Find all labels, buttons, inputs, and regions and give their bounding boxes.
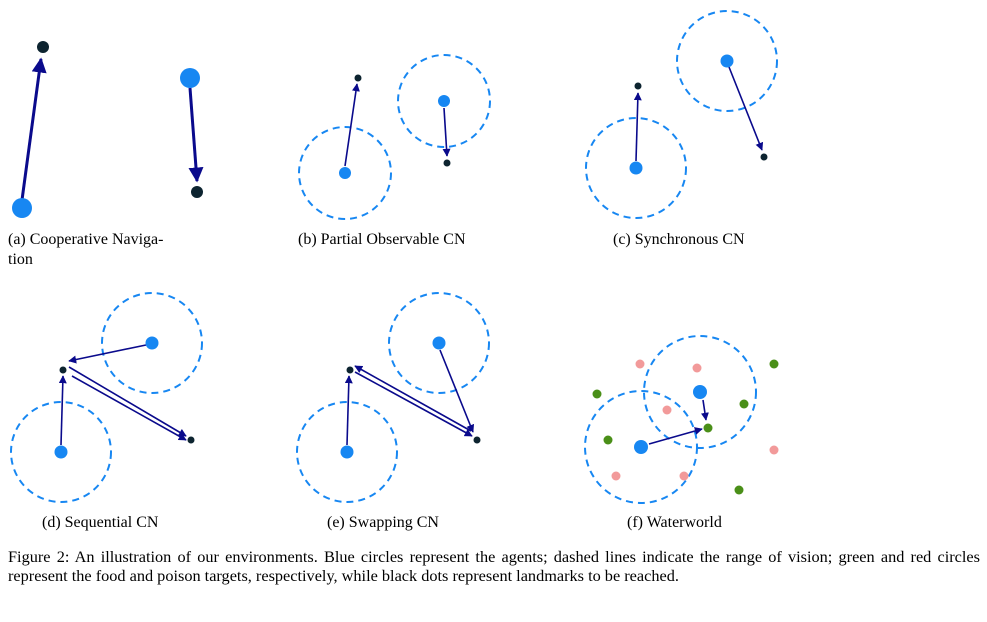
vision-range <box>101 292 203 394</box>
vision-range <box>397 54 491 148</box>
vision-range <box>298 126 392 220</box>
arrow <box>633 92 642 162</box>
agent <box>634 440 648 454</box>
arrow <box>700 399 709 421</box>
agent <box>180 68 200 88</box>
panel-c-caption: (c) Synchronous CN <box>613 231 745 248</box>
panel-f-caption: (f) Waterworld <box>627 514 722 531</box>
food-target <box>739 399 749 409</box>
panel-f-diagram <box>584 335 779 504</box>
food-target <box>734 485 744 495</box>
arrow <box>648 427 703 445</box>
landmark <box>443 159 451 167</box>
agent <box>340 445 354 459</box>
panel-a-diagram <box>12 41 204 218</box>
agent <box>54 445 68 459</box>
poison-target <box>692 363 702 373</box>
landmark <box>634 82 642 90</box>
arrow <box>344 83 360 167</box>
landmark <box>37 41 49 53</box>
arrow <box>354 371 473 437</box>
panel-b-diagram <box>298 54 491 220</box>
landmark <box>346 366 354 374</box>
agent <box>432 336 446 350</box>
arrow <box>20 57 47 201</box>
arrow <box>439 349 475 433</box>
poison-target <box>679 471 689 481</box>
vision-range <box>296 401 398 503</box>
poison-target <box>611 471 621 481</box>
landmark <box>187 436 195 444</box>
arrow <box>188 87 204 183</box>
arrow <box>68 366 187 437</box>
arrow <box>58 375 67 446</box>
agent <box>12 198 32 218</box>
landmark <box>59 366 67 374</box>
panel-c-diagram <box>585 10 778 219</box>
vision-range <box>10 401 112 503</box>
panel-a-caption: (a) Cooperative Naviga-tion <box>8 231 164 268</box>
arrow <box>344 375 353 446</box>
figure-caption: Figure 2: An illustration of our environ… <box>8 547 980 585</box>
landmark <box>354 74 362 82</box>
panel-d-diagram <box>10 292 203 503</box>
vision-range <box>643 335 757 449</box>
vision-range <box>585 117 687 219</box>
food-target <box>703 423 713 433</box>
arrow <box>68 344 147 364</box>
poison-target <box>662 405 672 415</box>
food-target <box>769 359 779 369</box>
agent <box>339 167 351 179</box>
landmark <box>760 153 768 161</box>
vision-range <box>388 292 490 394</box>
landmark <box>473 436 481 444</box>
panel-b-caption: (b) Partial Observable CN <box>298 231 466 248</box>
landmark <box>191 186 203 198</box>
agent <box>145 336 159 350</box>
poison-target <box>769 445 779 455</box>
panel-d-caption: (d) Sequential CN <box>42 514 159 531</box>
arrow <box>354 365 472 432</box>
arrow <box>71 375 187 441</box>
panel-e-diagram <box>296 292 490 503</box>
agent <box>720 54 734 68</box>
food-target <box>592 389 602 399</box>
environment-illustrations <box>10 10 779 504</box>
agent <box>438 95 450 107</box>
panel-e-caption: (e) Swapping CN <box>327 514 439 531</box>
arrow <box>728 66 764 151</box>
poison-target <box>635 359 645 369</box>
food-target <box>603 435 613 445</box>
agent <box>693 385 707 399</box>
vision-range <box>676 10 778 112</box>
arrow <box>442 107 451 157</box>
agent <box>629 161 643 175</box>
